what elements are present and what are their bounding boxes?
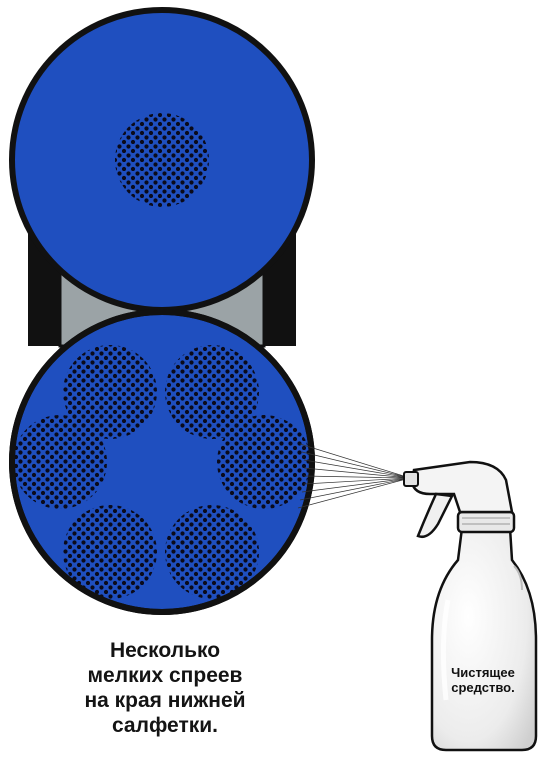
bottom-pad	[12, 312, 312, 612]
spray-mist	[298, 444, 410, 508]
spray-spot-3	[13, 415, 107, 509]
top-pad-spray-spot	[115, 113, 209, 207]
caption-line-4: салфетки.	[60, 713, 270, 738]
bottle-label-line-1: Чистящее	[428, 665, 538, 680]
bottle-label: Чистящее средство.	[428, 665, 538, 695]
spray-bottle-icon	[404, 462, 536, 750]
caption-line-3: на края нижней	[60, 688, 270, 713]
top-pad	[12, 10, 312, 310]
diagram-caption: Несколько мелких спреев на края нижней с…	[60, 638, 270, 738]
caption-line-2: мелких спреев	[60, 663, 270, 688]
caption-line-1: Несколько	[60, 638, 270, 663]
bottle-label-line-2: средство.	[428, 680, 538, 695]
spray-spot-4	[217, 415, 311, 509]
